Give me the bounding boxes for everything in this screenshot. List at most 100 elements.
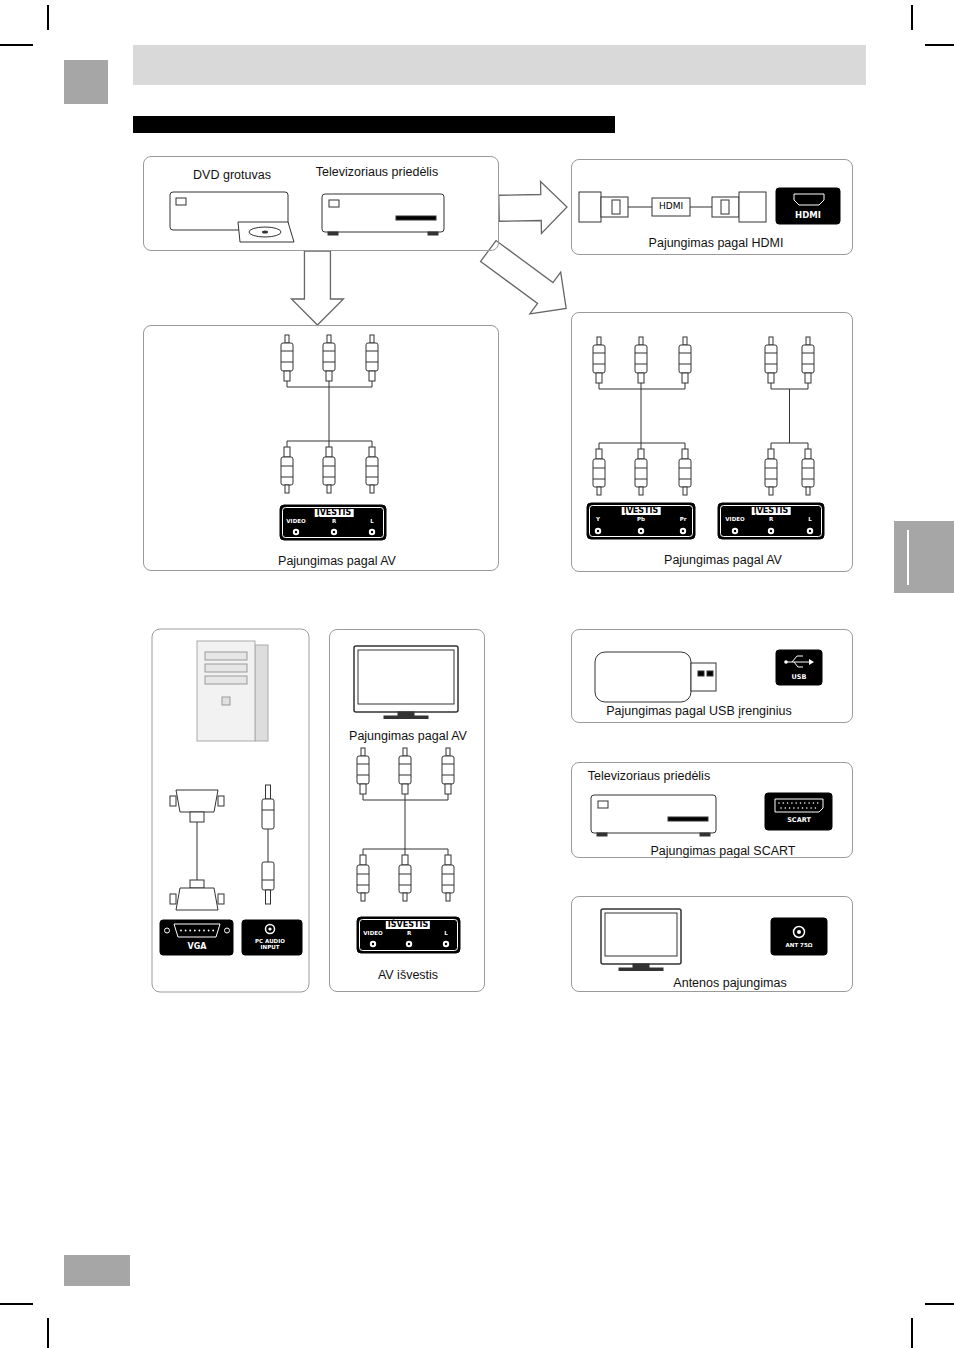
crop-mark (925, 44, 954, 46)
usb-port (776, 650, 822, 685)
plug-grip (579, 192, 601, 222)
wire (363, 794, 364, 800)
port-panel-title: ĮVESTIS (622, 507, 661, 515)
socket-label: VIDEO (363, 931, 382, 937)
rca-ridge (323, 466, 335, 467)
rca-ridge (366, 466, 378, 467)
vga-screw (170, 796, 176, 806)
scart-socket (775, 799, 823, 812)
rca-ridge (357, 874, 369, 875)
hdmi-socket (794, 194, 824, 205)
rca-tail (768, 373, 774, 383)
box-caption: Pajungimas pagal AV (278, 555, 396, 569)
audio-cable (262, 785, 274, 904)
rca-cable (281, 335, 378, 493)
foot (597, 833, 607, 836)
rca-body (323, 457, 335, 485)
scart-pin (780, 807, 782, 809)
crop-mark (911, 1318, 913, 1348)
rca-ridge (593, 468, 605, 469)
rca-pin (403, 748, 407, 756)
rca-socket (638, 528, 644, 534)
rca-pin (639, 337, 643, 345)
usb-symbol (798, 667, 803, 668)
scart-port (765, 793, 832, 830)
rca-pin (370, 485, 374, 493)
jack-body (262, 862, 274, 890)
dvd-disc (249, 227, 281, 237)
rca-tail (360, 855, 366, 865)
socket-label: L (370, 519, 374, 525)
rca-socket-hole (770, 530, 772, 532)
socket-label: R (407, 931, 411, 937)
wire (641, 389, 642, 443)
rca-pin (285, 485, 289, 493)
vga-shell (176, 790, 218, 812)
rca-tail (284, 371, 290, 381)
box-caption: Pajungimas pagal AV (664, 554, 782, 568)
rca-body (635, 345, 647, 373)
antenna-socket (794, 927, 805, 938)
port-panel (160, 920, 233, 955)
usb-symbol (809, 659, 814, 665)
rca-body (442, 865, 454, 893)
rca-ridge (593, 479, 605, 480)
socket-label: L (444, 931, 448, 937)
wire (599, 443, 600, 449)
rca-ridge (442, 775, 454, 776)
cable (690, 207, 712, 208)
socket-label: Y (596, 517, 600, 523)
drive-bay (205, 676, 247, 684)
scart-pin (802, 807, 804, 809)
scart-pin (800, 802, 802, 804)
set-top-box (322, 194, 444, 235)
rca-socket (331, 529, 337, 535)
rca-socket-hole (371, 531, 373, 533)
wire (329, 381, 330, 387)
vga-neck (190, 812, 204, 822)
rca-ridge (765, 479, 777, 480)
hdmi-port (776, 188, 840, 224)
audio-socket (266, 925, 275, 934)
rca-body (366, 457, 378, 485)
rca-tail (326, 447, 332, 457)
box-caption: Televizoriaus priedėlis (316, 166, 438, 180)
rca-port-panel (357, 917, 460, 953)
vga-screw (218, 894, 224, 904)
hollow-arrow (481, 241, 567, 314)
set-top-box-button (329, 200, 339, 207)
vga-pin (194, 930, 196, 932)
crop-mark (0, 1303, 33, 1305)
rca-body (323, 343, 335, 371)
rca-ridge (593, 353, 605, 354)
rca-pin (361, 748, 365, 756)
audio-port (242, 920, 302, 955)
rca-ridge (635, 468, 647, 469)
rca-socket (369, 529, 375, 535)
rca-pin (327, 485, 331, 493)
rca-pin (446, 893, 450, 901)
rca-pin (597, 337, 601, 345)
usb-stick (595, 652, 716, 702)
vga-pin (203, 930, 205, 932)
rca-tail (445, 855, 451, 865)
rca-socket-hole (445, 943, 447, 945)
rca-pin (361, 893, 365, 901)
rca-ridge (765, 468, 777, 469)
rca-ridge (281, 362, 293, 363)
port-panel-title: IŠVESTIS (386, 921, 430, 929)
computer-tower (197, 641, 268, 741)
usb-hole (698, 671, 704, 676)
vga-pin (208, 930, 210, 932)
crop-mark (47, 1318, 49, 1348)
rca-body (281, 343, 293, 371)
crop-mark (47, 5, 49, 30)
usb-symbol (794, 662, 798, 667)
scart-pin (783, 802, 785, 804)
rca-ridge (399, 775, 411, 776)
port-label: USB (792, 674, 807, 681)
wire (771, 383, 772, 389)
rca-socket-hole (682, 530, 684, 532)
port-panel (587, 503, 695, 539)
